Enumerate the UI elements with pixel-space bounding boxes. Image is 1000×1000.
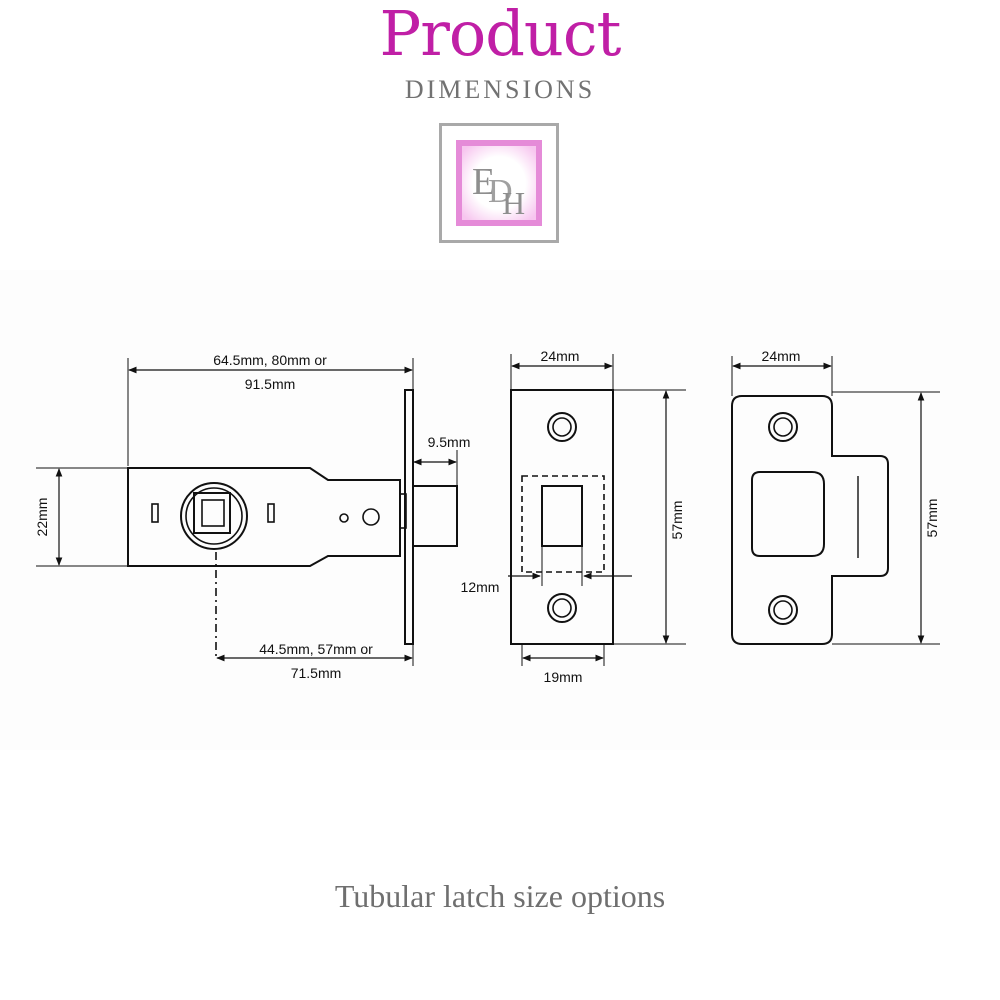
forend-width-label: 24mm: [541, 348, 580, 364]
page-subtitle: DIMENSIONS: [404, 75, 596, 104]
forend-inner-width-label: 19mm: [544, 669, 583, 685]
strike-plate-view: [731, 356, 940, 645]
backset-label-1: 44.5mm, 57mm or: [259, 641, 373, 657]
strike-height-label: 57mm: [924, 499, 940, 538]
bolt-width-label: 12mm: [461, 579, 500, 595]
latch-height-label: 22mm: [34, 498, 50, 537]
strike-width-label: 24mm: [762, 348, 801, 364]
latch-length-label-2: 91.5mm: [245, 376, 296, 392]
svg-text:D: D: [488, 173, 513, 210]
svg-text:H: H: [502, 185, 525, 221]
backset-label-2: 71.5mm: [291, 665, 342, 681]
latch-side-view: [36, 358, 458, 666]
technical-drawing: 64.5mm, 80mm or 91.5mm 22mm 9.5mm 44.5mm…: [0, 270, 1000, 750]
diagram-caption: Tubular latch size options: [334, 878, 666, 914]
brand-logo: E D H: [439, 123, 559, 243]
forend-front-view: [508, 354, 686, 666]
bolt-projection-label: 9.5mm: [428, 434, 471, 450]
page-title: Product: [379, 0, 622, 70]
svg-text:E: E: [472, 161, 495, 203]
latch-length-label-1: 64.5mm, 80mm or: [213, 352, 327, 368]
forend-height-label: 57mm: [669, 501, 685, 540]
